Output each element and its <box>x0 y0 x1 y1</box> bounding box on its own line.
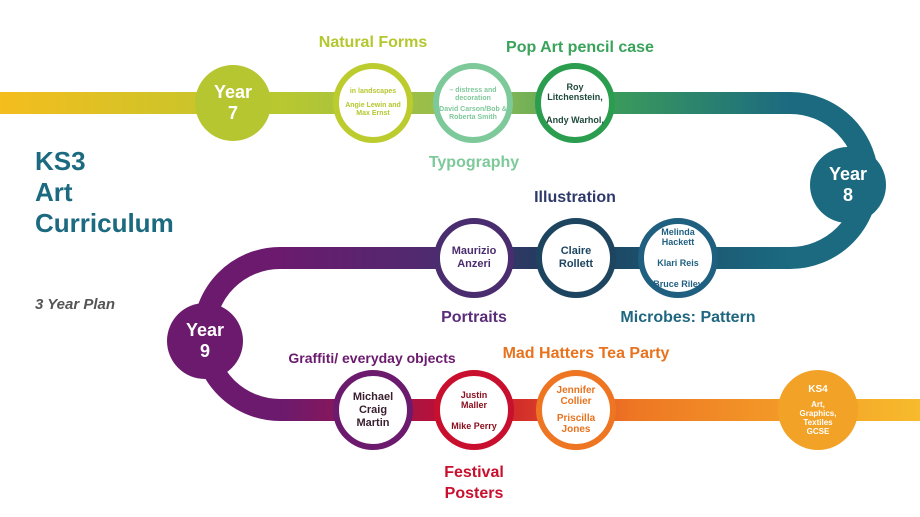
portraits-node: Maurizio Anzeri <box>434 218 514 298</box>
microbes-label: Microbes: Pattern <box>620 309 756 326</box>
festival-label: Festival Posters <box>444 464 504 502</box>
graffiti-label: Graffiti/ everyday objects <box>288 350 456 366</box>
ks4-node: KS4 Art, Graphics, Textiles GCSE <box>778 370 858 450</box>
typography-label: Typography <box>428 154 520 171</box>
graffiti-node: Michael Craig Martin <box>333 370 413 450</box>
subtitle: 3 Year Plan <box>35 296 116 313</box>
mad-hatters-label: Mad Hatters Tea Party <box>502 345 670 362</box>
natural-forms-label: Natural Forms <box>318 34 428 51</box>
pop-art-label: Pop Art pencil case <box>506 39 654 56</box>
pop-art-node: Roy Litchenstein,Andy Warhol, <box>535 63 615 143</box>
page-title: KS3 Art Curriculum <box>35 146 174 238</box>
illustration-label: Illustration <box>534 189 616 206</box>
illustration-node: Claire Rollett <box>536 218 616 298</box>
portraits-label: Portraits <box>441 309 507 326</box>
